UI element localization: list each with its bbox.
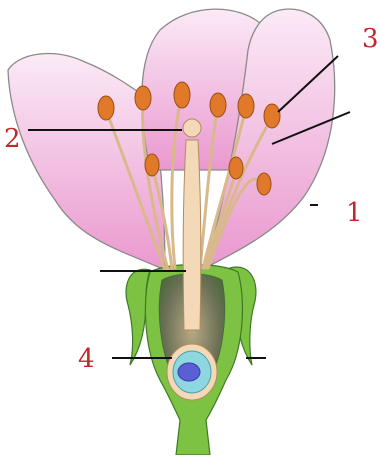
anther bbox=[229, 157, 243, 179]
label-4: 4 bbox=[78, 346, 95, 372]
label-2: 2 bbox=[4, 126, 21, 152]
label-1: 1 bbox=[346, 200, 363, 226]
anther bbox=[210, 93, 226, 117]
ovule bbox=[167, 344, 217, 400]
nucleus bbox=[178, 363, 200, 381]
anther bbox=[98, 96, 114, 120]
anther bbox=[238, 94, 254, 118]
anther bbox=[174, 82, 190, 108]
anther bbox=[135, 86, 151, 110]
pistil bbox=[183, 119, 201, 330]
label-3: 3 bbox=[362, 26, 379, 52]
style bbox=[183, 140, 201, 330]
anther bbox=[264, 104, 280, 128]
anther bbox=[257, 173, 271, 195]
stigma bbox=[183, 119, 201, 137]
anther bbox=[145, 154, 159, 176]
